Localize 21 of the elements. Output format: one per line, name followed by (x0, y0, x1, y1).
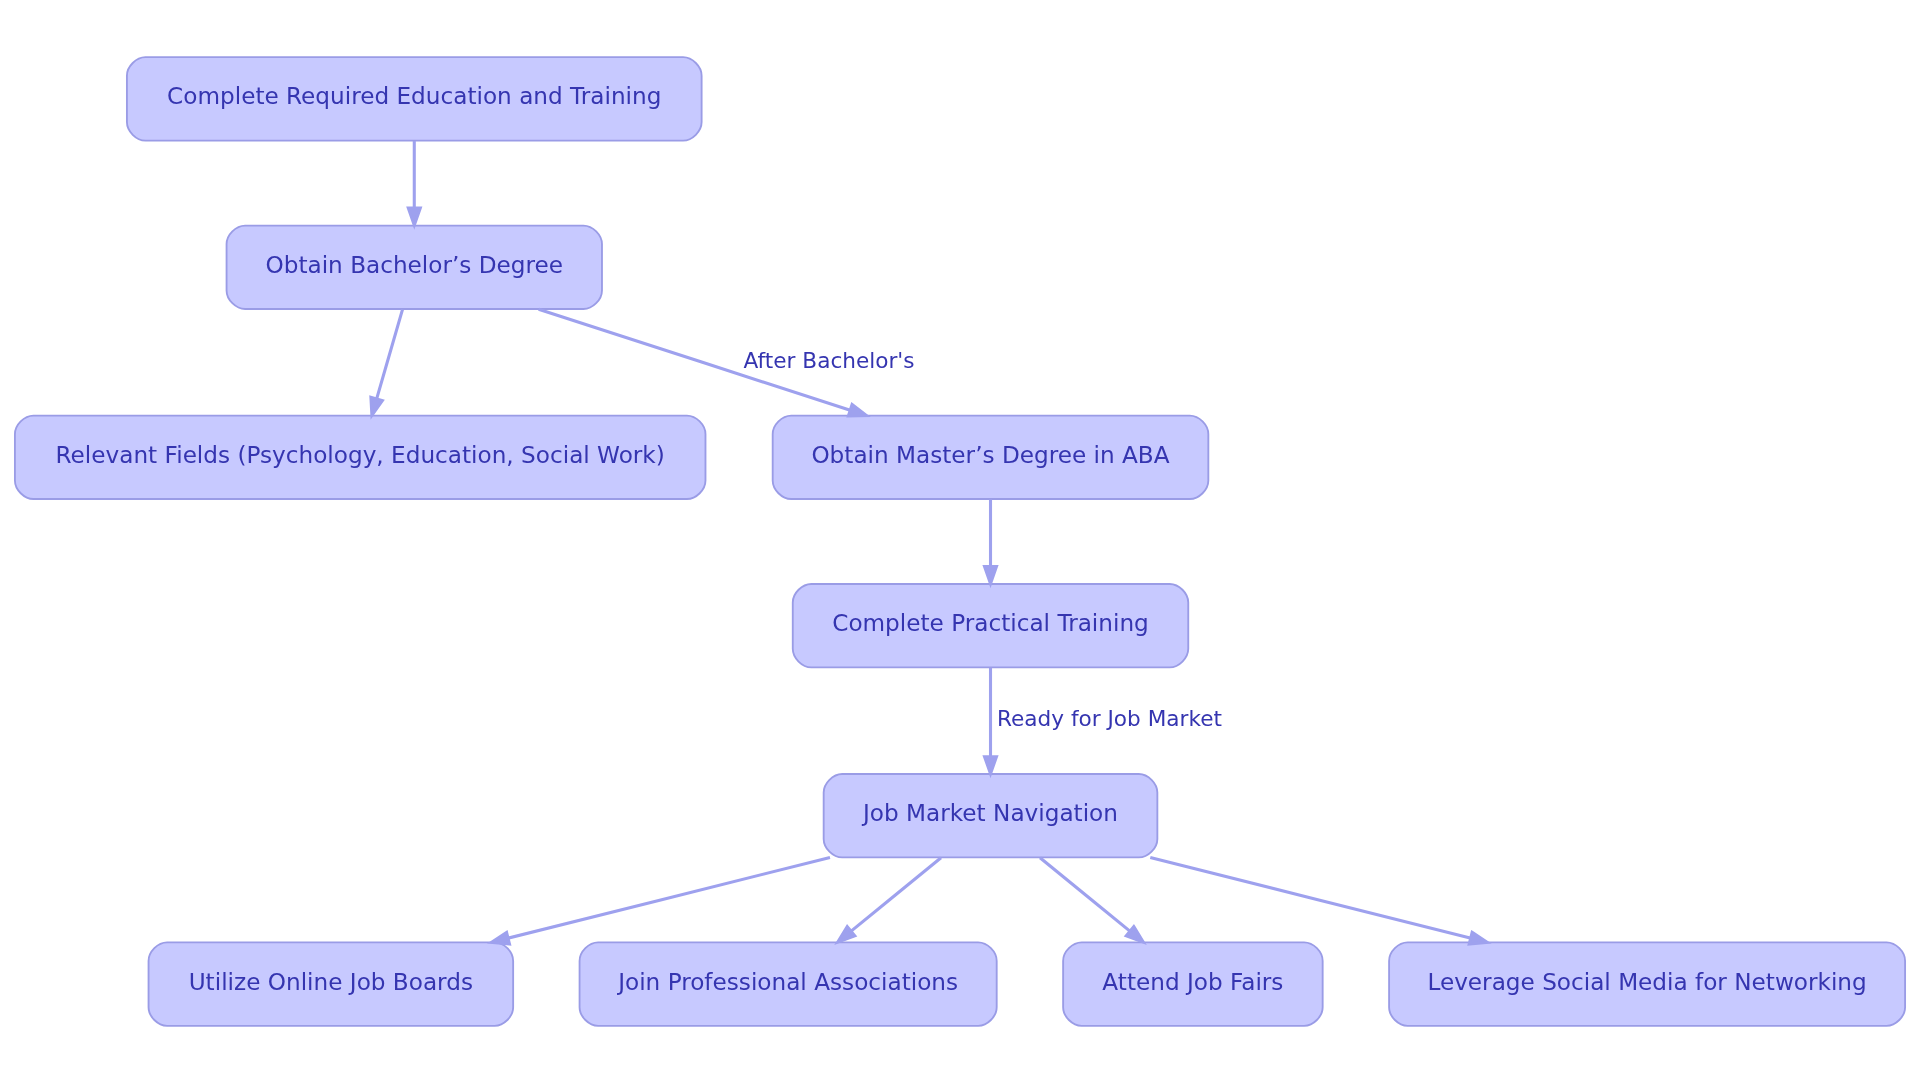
node-box: Join Professional Associations (578, 941, 998, 1027)
node-box: Complete Practical Training (791, 583, 1190, 669)
arrow (538, 307, 871, 418)
arrow (406, 140, 423, 230)
edge-label: After Bachelor's (743, 348, 915, 374)
node-box: Utilize Online Job Boards (147, 941, 515, 1027)
node-box: Relevant Fields (Psychology, Education, Social Work) (14, 414, 707, 500)
node-box: Complete Required Education and Training (126, 56, 703, 142)
arrow (834, 856, 942, 945)
node-box: Job Market Navigation (822, 773, 1159, 859)
arrow (982, 499, 999, 589)
arrow (1039, 856, 1147, 945)
arrow (369, 308, 405, 420)
arrow (982, 667, 999, 779)
node-box: Obtain Bachelor’s Degree (225, 224, 603, 310)
edge-label: Ready for Job Market (996, 706, 1222, 732)
node-box: Attend Job Fairs (1062, 941, 1324, 1027)
node-box: Leverage Social Media for Networking (1388, 941, 1906, 1027)
arrow (487, 856, 831, 946)
node-box: Obtain Master’s Degree in ABA (771, 414, 1210, 500)
arrow (1149, 856, 1492, 946)
